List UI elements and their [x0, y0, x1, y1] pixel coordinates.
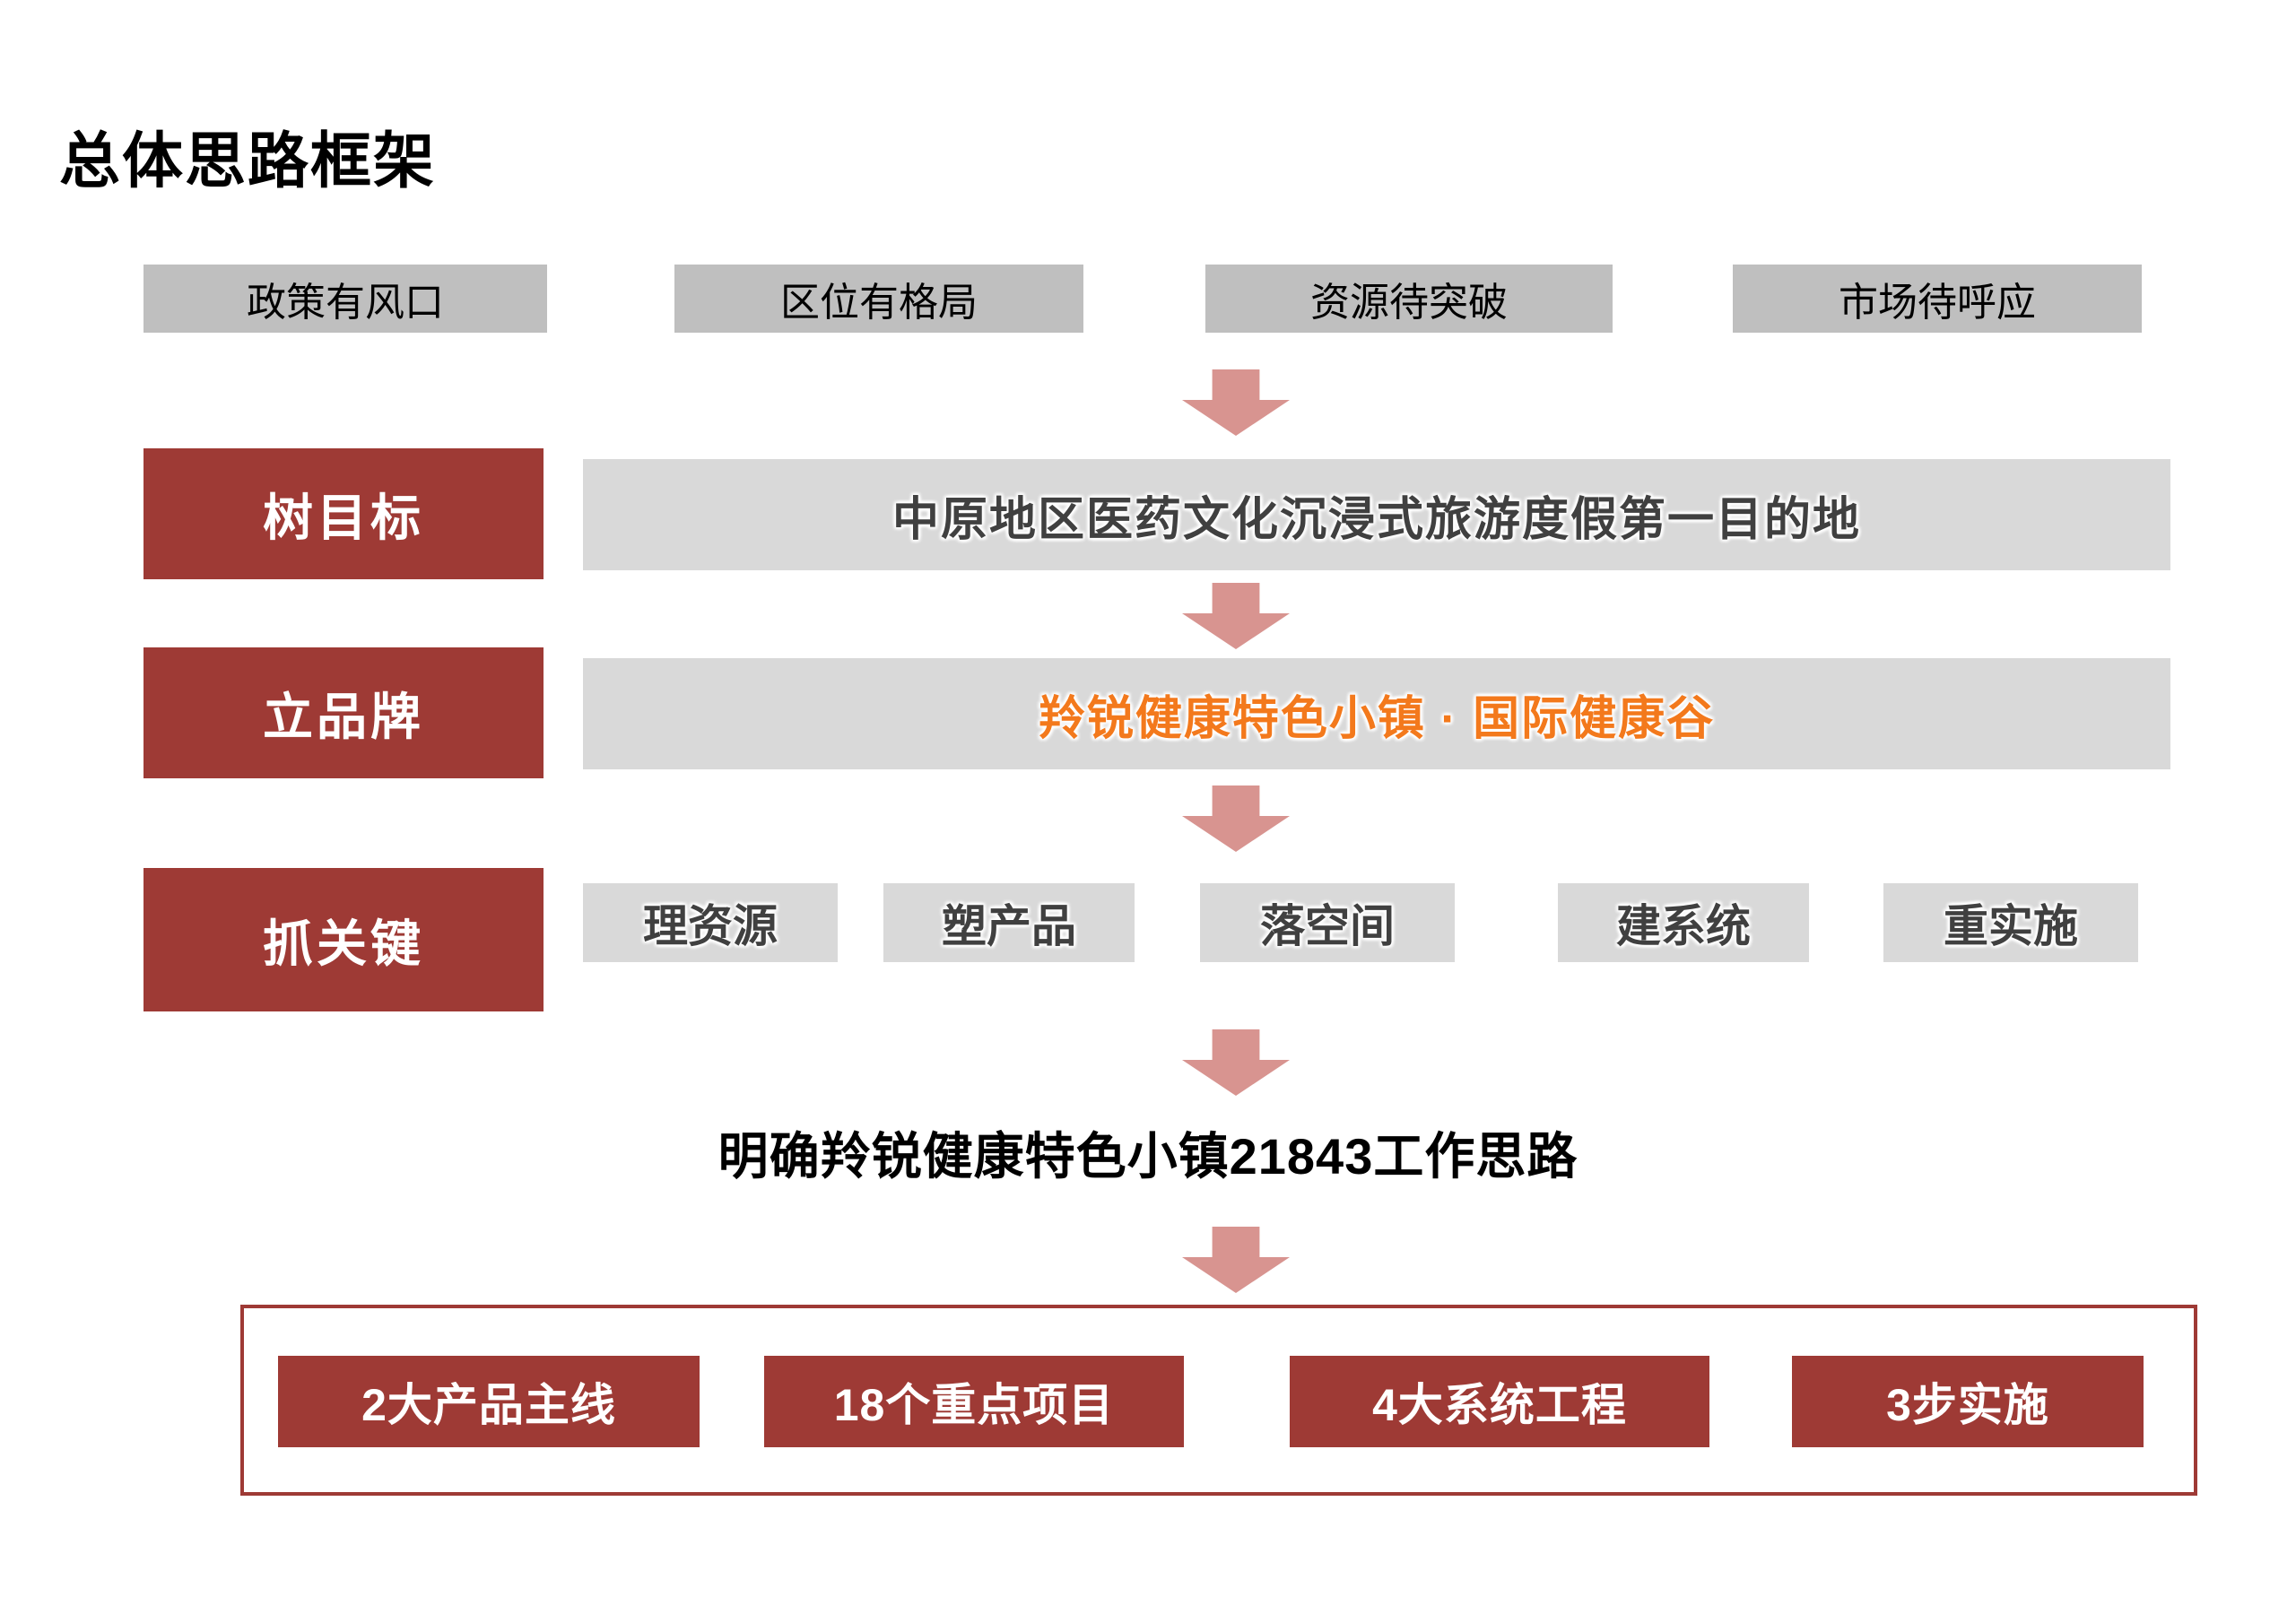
goal-banner-text: 中原地区医药文化沉浸式旅游度假第一目的地: [891, 493, 1861, 546]
driver-label: 资源待突破: [1310, 281, 1508, 325]
stage-label-brand[interactable]: 立品牌: [144, 647, 544, 778]
arrow-keys-to-conclusion-icon: [1182, 1029, 1290, 1096]
key-box-1[interactable]: 理资源: [583, 883, 838, 962]
outcome-label: 3步实施: [1886, 1380, 2049, 1430]
goal-banner[interactable]: 中原地区医药文化沉浸式旅游度假第一目的地: [583, 459, 2170, 570]
driver-label: 区位有格局: [780, 281, 978, 325]
outcome-chip-2[interactable]: 18个重点项目: [764, 1356, 1184, 1447]
arrow-brand-to-keys-icon: [1182, 785, 1290, 852]
stage-label-text: 树目标: [263, 489, 424, 546]
arrow-conclusion-to-outcomes-icon: [1182, 1227, 1290, 1293]
conclusion-text: 明确羚锐健康特色小镇21843工作思路: [718, 1128, 1578, 1185]
brand-banner[interactable]: 羚锐健康特色小镇 · 国际健康谷: [583, 658, 2170, 769]
driver-box-3[interactable]: 资源待突破: [1205, 265, 1613, 333]
driver-label: 市场待呼应: [1839, 281, 2036, 325]
key-box-3[interactable]: 落空间: [1200, 883, 1455, 962]
driver-box-1[interactable]: 政策有风口: [144, 265, 547, 333]
key-label: 重实施: [1944, 901, 2078, 951]
driver-box-2[interactable]: 区位有格局: [674, 265, 1083, 333]
key-label: 理资源: [643, 901, 778, 951]
outcome-chip-3[interactable]: 4大系统工程: [1290, 1356, 1709, 1447]
driver-label: 政策有风口: [247, 281, 444, 325]
stage-label-goal[interactable]: 树目标: [144, 448, 544, 579]
key-label: 塑产品: [942, 901, 1076, 951]
key-box-2[interactable]: 塑产品: [883, 883, 1135, 962]
key-label: 建系统: [1616, 901, 1751, 951]
arrow-goal-to-brand-icon: [1182, 583, 1290, 649]
driver-box-4[interactable]: 市场待呼应: [1733, 265, 2142, 333]
arrow-drivers-to-goal-icon: [1182, 369, 1290, 436]
key-box-5[interactable]: 重实施: [1883, 883, 2138, 962]
key-box-4[interactable]: 建系统: [1558, 883, 1809, 962]
outcome-container: [240, 1305, 2197, 1496]
key-label: 落空间: [1260, 901, 1395, 951]
outcome-label: 2大产品主线: [361, 1380, 616, 1430]
outcome-label: 18个重点项目: [833, 1380, 1115, 1430]
outcome-chip-4[interactable]: 3步实施: [1792, 1356, 2144, 1447]
brand-banner-text: 羚锐健康特色小镇 · 国际健康谷: [1038, 692, 1716, 745]
stage-label-keys[interactable]: 抓关键: [144, 868, 544, 1011]
stage-label-text: 立品牌: [263, 688, 424, 745]
page-title: 总体思路框架: [59, 127, 437, 195]
stage-label-text: 抓关键: [263, 915, 424, 972]
outcome-label: 4大系统工程: [1372, 1380, 1627, 1430]
outcome-chip-1[interactable]: 2大产品主线: [278, 1356, 700, 1447]
